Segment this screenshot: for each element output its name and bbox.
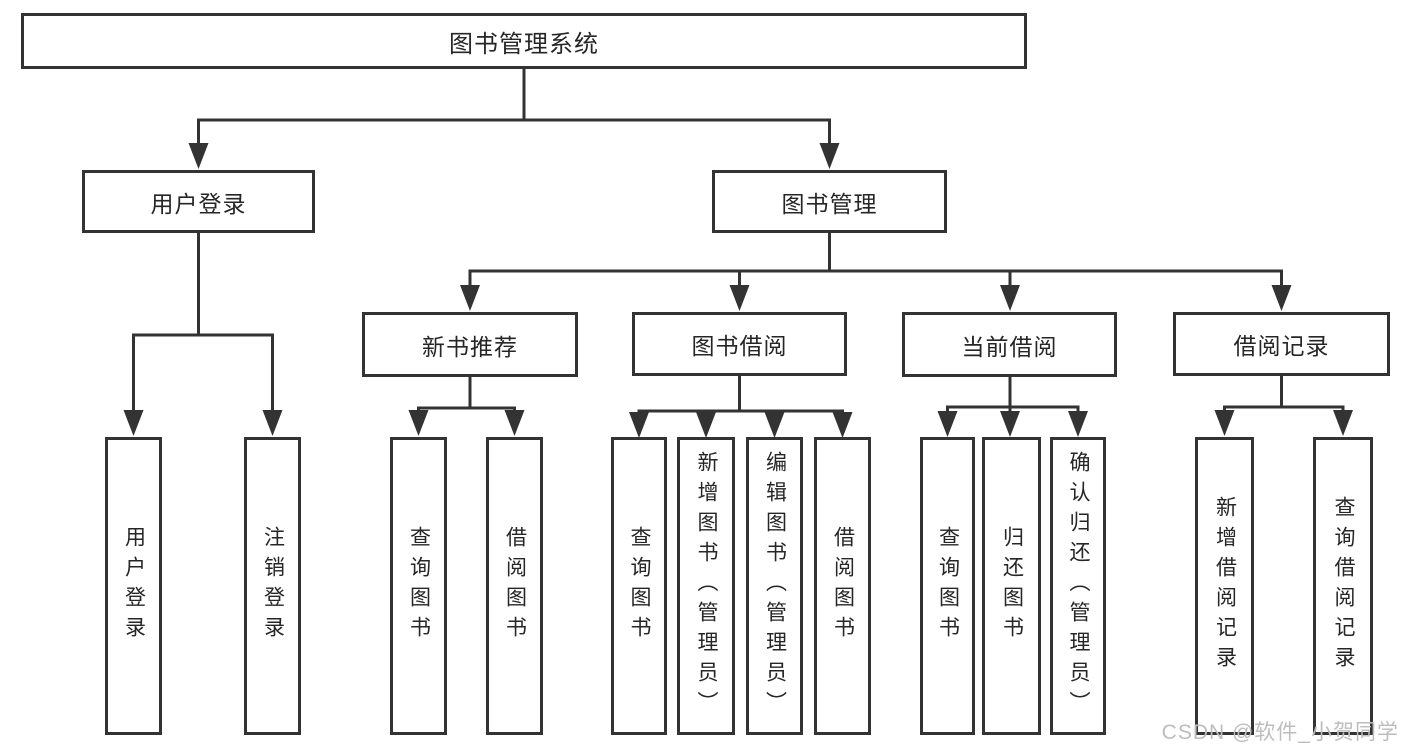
node-new-book-recommendation: 新书推荐 — [362, 312, 578, 377]
leaf-query-books-borrowing: 查询图书 — [611, 437, 667, 735]
leaf-query-books-recommend: 查询图书 — [390, 437, 447, 735]
node-current-borrowing: 当前借阅 — [902, 312, 1117, 377]
leaf-borrow-books-recommend: 借阅图书 — [486, 437, 543, 735]
node-book-management: 图书管理 — [712, 170, 947, 233]
leaf-query-borrow-record: 查询借阅记录 — [1313, 437, 1373, 735]
node-borrowing-records: 借阅记录 — [1173, 312, 1390, 376]
node-user-login: 用户登录 — [82, 170, 315, 233]
node-library-management-system: 图书管理系统 — [21, 13, 1027, 69]
leaf-return-books: 归还图书 — [982, 437, 1041, 735]
leaf-edit-books-admin: 编辑图书（管理员） — [746, 437, 803, 735]
leaf-add-borrow-record: 新增借阅记录 — [1195, 437, 1254, 735]
leaf-query-books-current: 查询图书 — [920, 437, 975, 735]
leaf-add-books-admin: 新增图书（管理员） — [677, 437, 735, 735]
leaf-user-login: 用户登录 — [105, 437, 162, 735]
leaf-logout: 注销登录 — [244, 437, 301, 735]
leaf-borrow-books: 借阅图书 — [814, 437, 871, 735]
leaf-confirm-return-admin: 确认归还（管理员） — [1050, 437, 1106, 735]
csdn-watermark: CSDN @软件_小贺同学 — [1161, 721, 1399, 744]
node-book-borrowing: 图书借阅 — [632, 312, 847, 376]
